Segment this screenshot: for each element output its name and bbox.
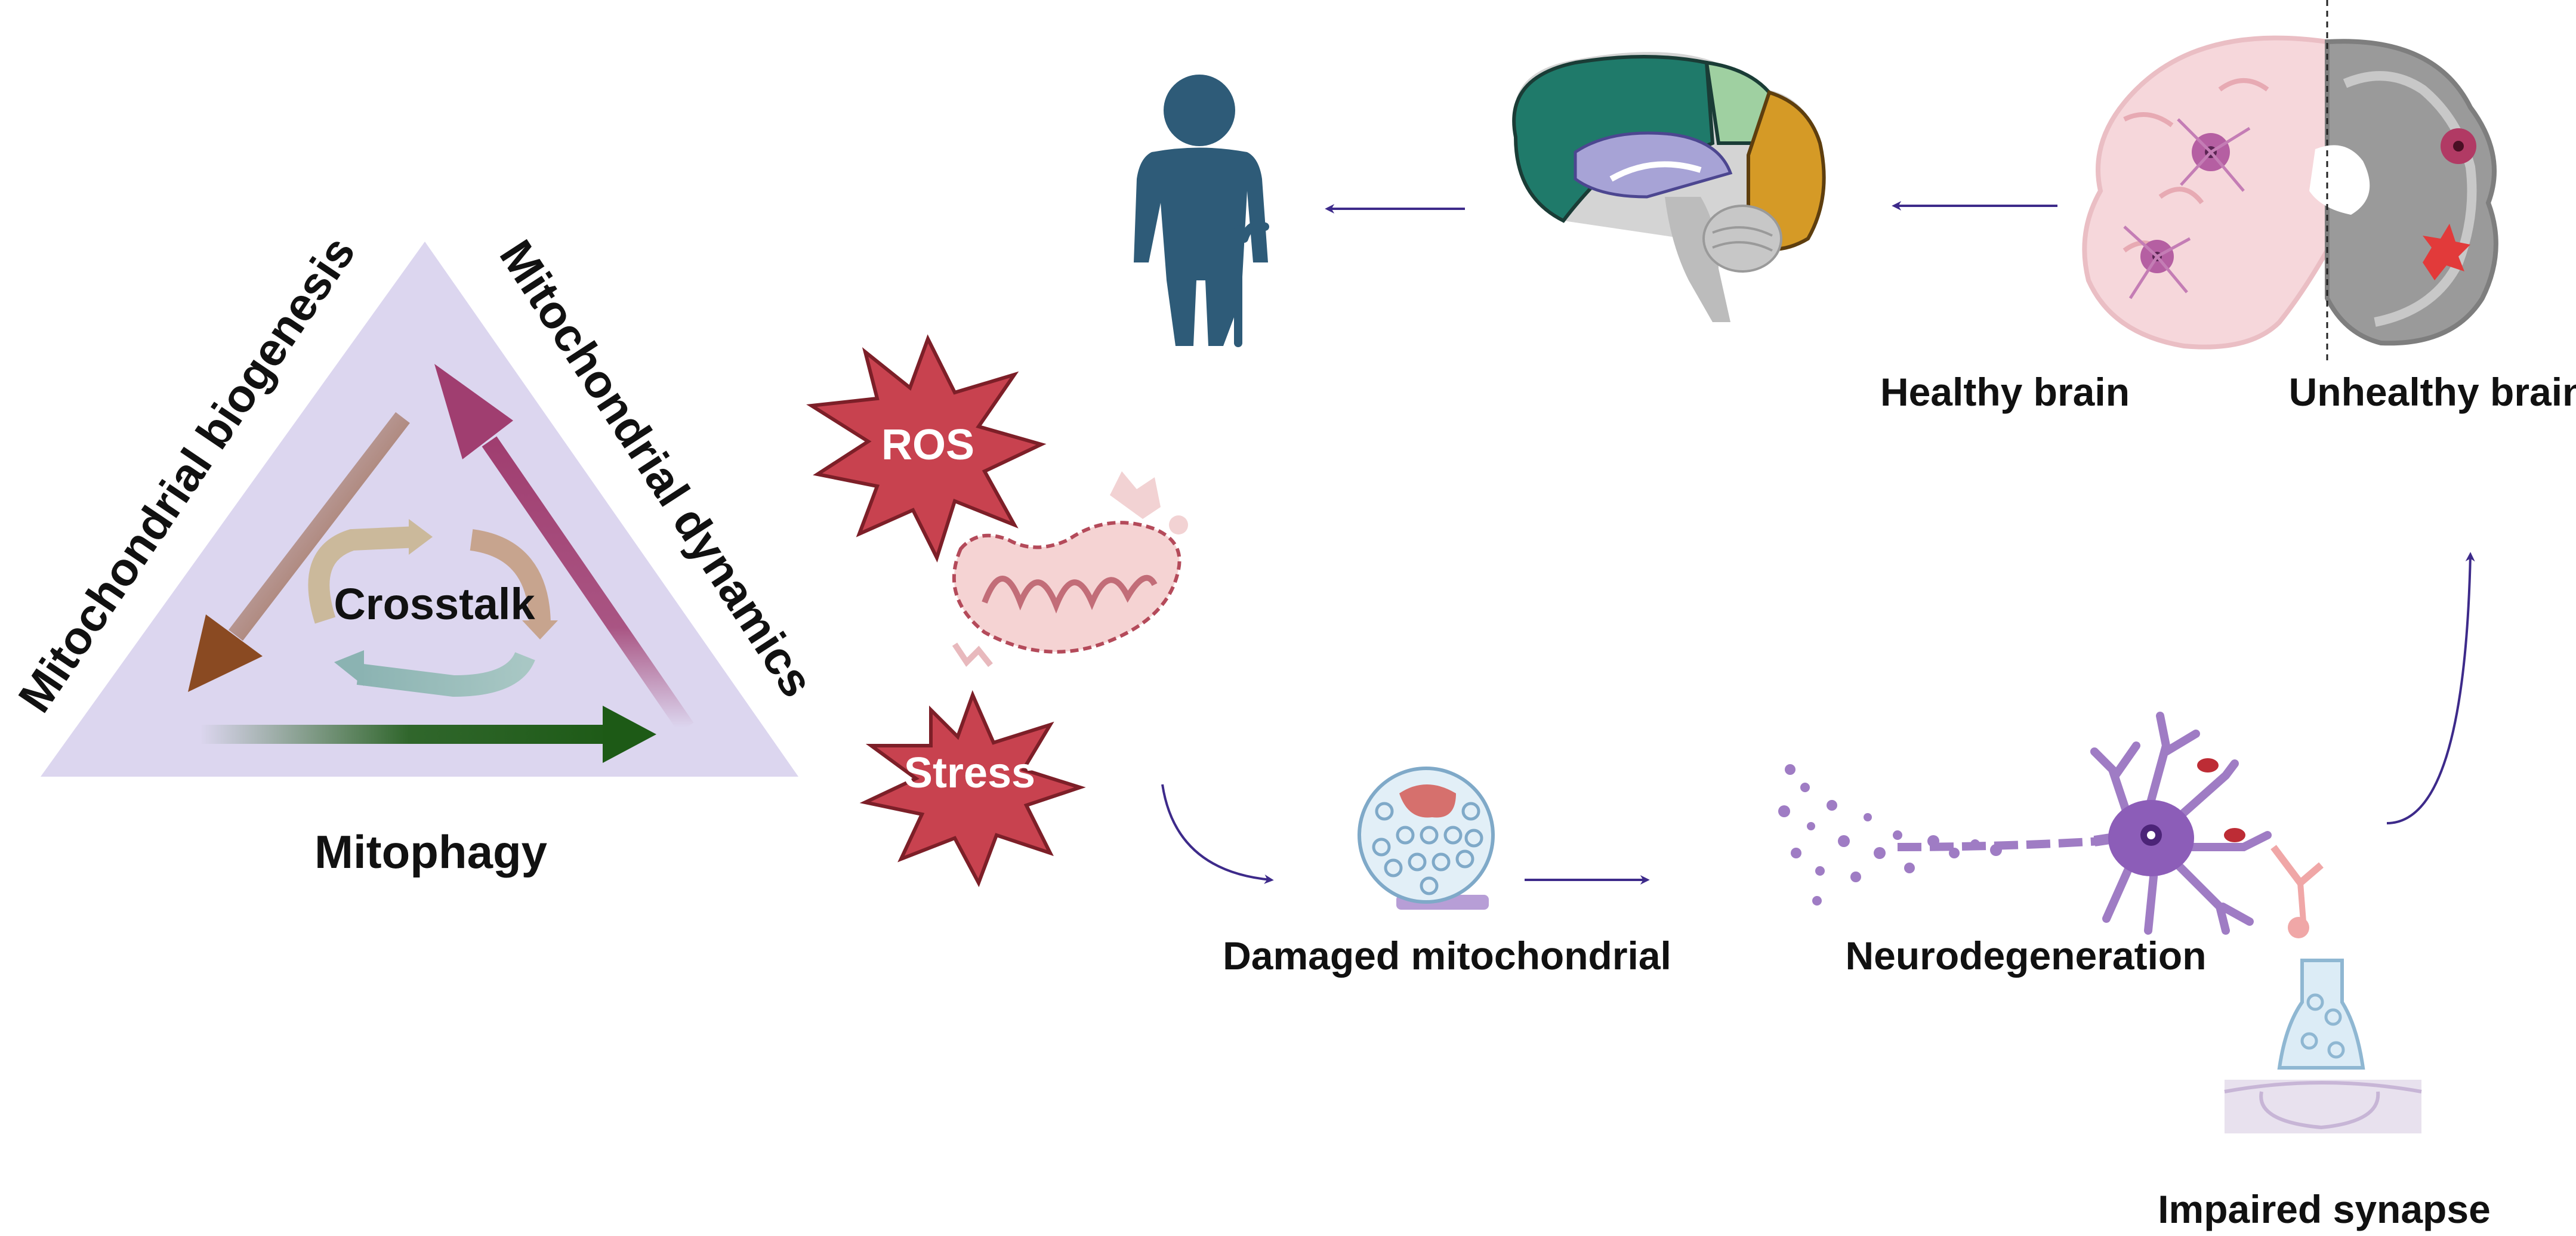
healthy-brain-label: Healthy brain: [1880, 370, 2130, 414]
unhealthy-brain-label: Unhealthy brain: [2289, 370, 2576, 414]
crosstalk-label: Crosstalk: [334, 579, 535, 629]
crosstalk-cycle-icon: [308, 519, 558, 697]
sagittal-brain-icon: [1512, 52, 1826, 322]
stress-burst: Stress: [859, 690, 1086, 888]
damaged-mitochondrial-label: Damaged mitochondrial: [1223, 934, 1671, 978]
bottom-label-mitophagy: Mitophagy: [314, 826, 547, 878]
stress-label: Stress: [904, 749, 1035, 797]
ros-burst: ROS: [806, 334, 1047, 563]
biogenesis-arrow: [188, 412, 410, 692]
degenerating-neuron-icon: [1778, 712, 2272, 935]
mitophagy-arrow: [200, 706, 656, 763]
vesicle-mitochondrion-icon: [1358, 767, 1495, 910]
impaired-synapse-label: Impaired synapse: [2158, 1187, 2491, 1231]
neurodegeneration-label: Neurodegeneration: [1845, 934, 2206, 978]
impaired-synapse-icon: [2224, 845, 2422, 1133]
stress-to-damaged-arrow: [1161, 784, 1274, 884]
ros-label: ROS: [881, 421, 974, 469]
crosstalk-triangle: Crosstalk Mitochondrial biogenesis Mitoc…: [8, 227, 823, 878]
synapse-to-brain-arrow: [2386, 552, 2475, 824]
coronal-brain-icon: [2082, 0, 2498, 364]
dynamics-arrow: [434, 364, 694, 733]
damaged-mitochondrion-icon: [952, 471, 1188, 668]
elderly-person-icon: [1134, 75, 1269, 347]
